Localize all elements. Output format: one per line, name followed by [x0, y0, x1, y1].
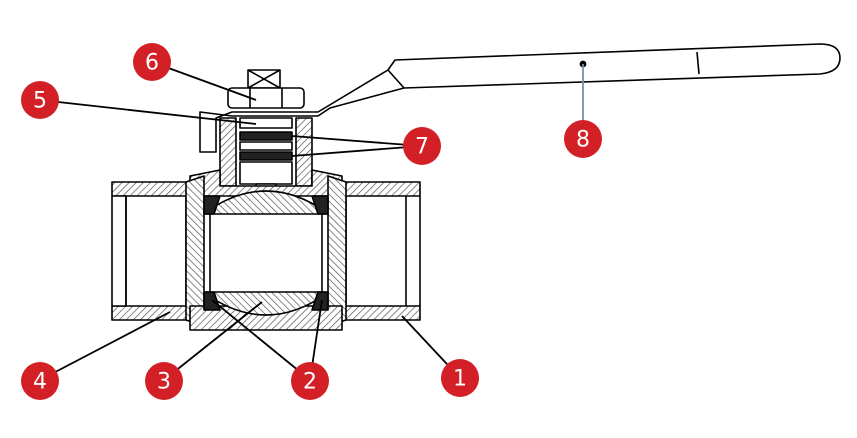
callout-5: 5 — [21, 81, 59, 119]
callout-2: 2 — [291, 362, 329, 400]
left-end-connector — [111, 175, 205, 327]
svg-text:6: 6 — [145, 51, 159, 76]
callout-7: 7 — [403, 127, 441, 165]
callout-6: 6 — [133, 43, 171, 81]
svg-text:7: 7 — [415, 135, 429, 160]
stem-nut — [227, 69, 305, 109]
seats — [203, 195, 329, 311]
valve-drawing — [111, 43, 841, 331]
svg-text:4: 4 — [33, 370, 47, 395]
callout-4: 4 — [21, 362, 59, 400]
stem-housing — [219, 117, 313, 199]
svg-text:1: 1 — [453, 367, 467, 392]
right-end-connector — [327, 175, 421, 327]
callout-3: 3 — [145, 362, 183, 400]
callouts: 1 2 3 4 5 6 7 8 — [21, 43, 602, 400]
svg-text:3: 3 — [157, 370, 171, 395]
svg-text:5: 5 — [33, 89, 47, 114]
svg-text:8: 8 — [576, 128, 590, 153]
handle-lever — [199, 43, 841, 153]
callout-8: 8 — [564, 120, 602, 158]
callout-1: 1 — [441, 359, 479, 397]
svg-text:2: 2 — [303, 370, 317, 395]
ball — [205, 190, 327, 316]
